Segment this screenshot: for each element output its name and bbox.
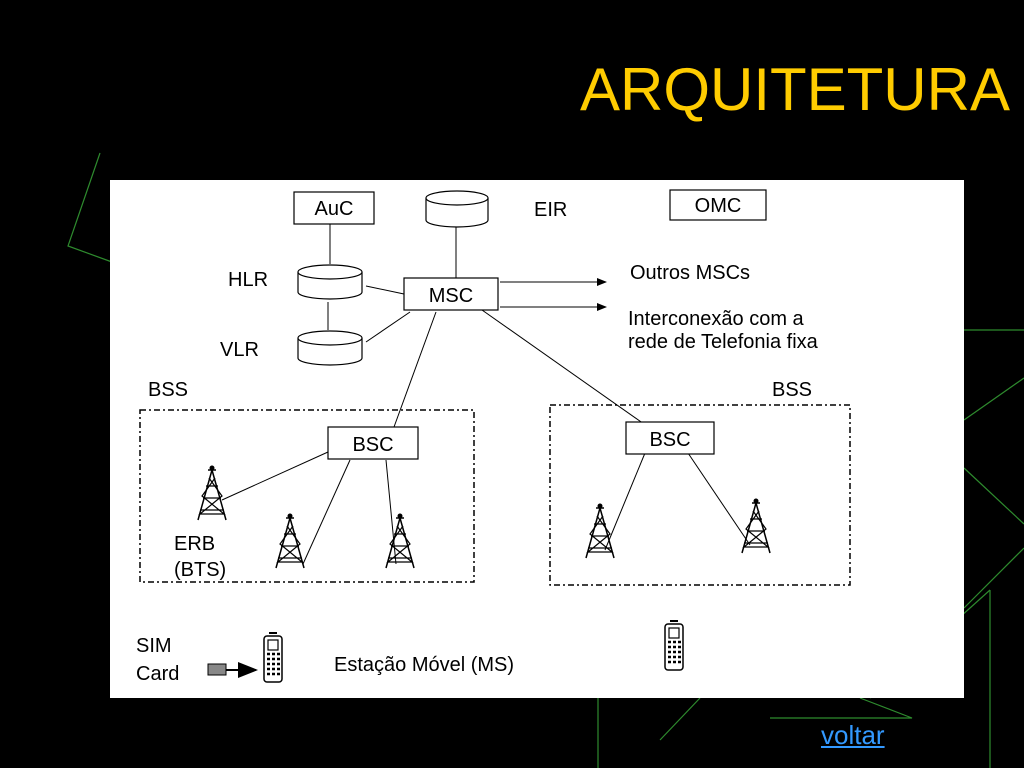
eir-database bbox=[425, 190, 489, 228]
mobile-station-label: Estação Móvel (MS) bbox=[334, 654, 514, 676]
bg-line bbox=[67, 152, 113, 263]
link-vlr-msc bbox=[365, 311, 411, 343]
auc-node: AuC bbox=[293, 191, 375, 225]
link-msc-bscleft bbox=[393, 311, 437, 428]
bss-right-label: BSS bbox=[772, 379, 812, 401]
omc-node: OMC bbox=[669, 189, 767, 221]
bg-line bbox=[963, 377, 1024, 421]
link-msc-bscright bbox=[481, 309, 645, 425]
sim-label-line2: Card bbox=[136, 663, 179, 685]
link-bscright-tower4 bbox=[604, 452, 646, 551]
mobile-phone-icon bbox=[663, 619, 685, 672]
interconexao-label-line2: rede de Telefonia fixa bbox=[628, 331, 819, 353]
hlr-label: HLR bbox=[228, 269, 268, 291]
interconexao-label-line1: Interconexão com a bbox=[628, 308, 805, 330]
omc-label: OMC bbox=[695, 195, 742, 217]
bss-right-region bbox=[549, 404, 851, 586]
hlr-database bbox=[297, 264, 363, 300]
bsc-right-label: BSC bbox=[649, 429, 690, 451]
bts-tower-icon bbox=[741, 497, 771, 554]
bg-line bbox=[963, 467, 1024, 525]
bts-tower-icon bbox=[275, 512, 305, 569]
diagram-canvas: AuC EIR OMC HLR VLR MSC O bbox=[136, 189, 851, 685]
erb-label-line2: (BTS) bbox=[174, 559, 226, 581]
bts-tower-icon bbox=[197, 464, 227, 521]
sim-card-icon bbox=[207, 663, 227, 676]
slide-title: ARQUITETURA bbox=[579, 56, 1010, 123]
msc-node: MSC bbox=[403, 277, 499, 311]
outros-mscs-label: Outros MSCs bbox=[630, 262, 750, 284]
bsc-right-node: BSC bbox=[625, 421, 715, 455]
vlr-database bbox=[297, 330, 363, 366]
bts-tower-icon bbox=[385, 512, 415, 569]
link-bscleft-tower3 bbox=[385, 459, 397, 565]
bsc-left-node: BSC bbox=[327, 426, 419, 460]
link-bscright-tower5 bbox=[687, 452, 751, 546]
link-hlr-msc bbox=[365, 285, 405, 295]
link-bscleft-tower1 bbox=[221, 451, 329, 501]
architecture-diagram: AuC EIR OMC HLR VLR MSC O bbox=[110, 180, 964, 698]
bg-line bbox=[770, 697, 913, 719]
bg-line bbox=[659, 697, 701, 741]
vlr-label: VLR bbox=[220, 339, 259, 361]
sim-label-line1: SIM bbox=[136, 635, 172, 657]
eir-label: EIR bbox=[534, 199, 567, 221]
mobile-phone-icon bbox=[262, 631, 284, 684]
bg-line bbox=[963, 547, 1024, 609]
auc-label: AuC bbox=[315, 198, 354, 220]
link-bscleft-tower2 bbox=[302, 459, 351, 565]
bss-left-label: BSS bbox=[148, 379, 188, 401]
erb-label-line1: ERB bbox=[174, 533, 215, 555]
bsc-left-label: BSC bbox=[352, 434, 393, 456]
bss-left-region bbox=[139, 409, 475, 583]
msc-label: MSC bbox=[429, 285, 473, 307]
back-link[interactable]: voltar bbox=[821, 720, 885, 750]
bts-tower-icon bbox=[585, 502, 615, 559]
